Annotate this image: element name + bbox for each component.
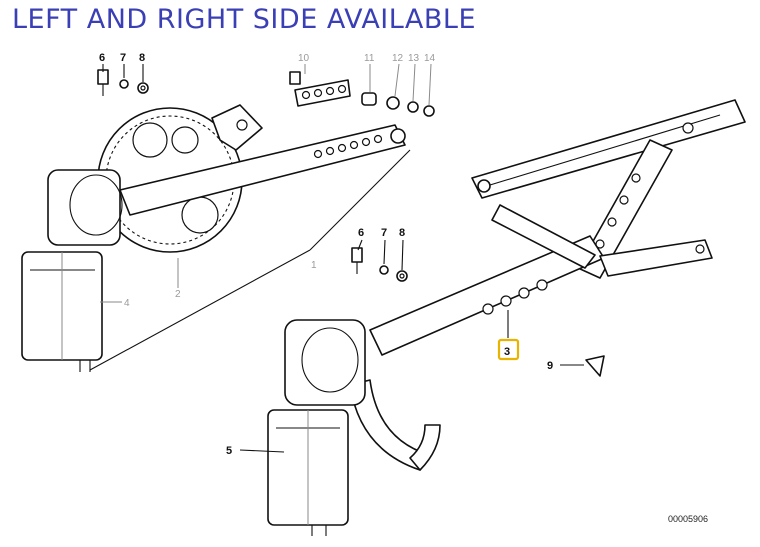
washer-14 (423, 105, 435, 117)
callout-12: 12 (392, 53, 404, 64)
callout-8-upper: 8 (139, 52, 145, 64)
left-motor-housing (47, 169, 121, 246)
secondary-arm (491, 204, 596, 269)
left-arm-pivot (390, 128, 406, 144)
left-lift-arm (119, 124, 406, 216)
callout-4: 4 (124, 298, 130, 309)
bushing-11 (361, 92, 377, 106)
right-motor-housing (284, 319, 366, 406)
upper-hardware (289, 63, 435, 117)
callout-1: 1 (311, 260, 317, 271)
callout-5: 5 (226, 445, 232, 457)
availability-banner: LEFT AND RIGHT SIDE AVAILABLE (12, 4, 477, 35)
callout-3: 3 (504, 346, 510, 358)
callout-2: 2 (175, 289, 181, 300)
clip-9 (585, 355, 605, 377)
document-number: 00005906 (668, 514, 708, 524)
washer-13 (407, 101, 419, 113)
left-gear-hole-2 (171, 126, 199, 154)
right-regulator-assembly (239, 99, 746, 536)
callout-7-mid: 7 (381, 227, 387, 239)
callout-11: 11 (364, 53, 375, 64)
callout-14: 14 (424, 53, 436, 64)
right-bracket (599, 239, 713, 277)
left-gear-hole-1 (132, 122, 168, 158)
left-arm-holes (313, 134, 383, 159)
left-gear-hole-3 (181, 196, 219, 234)
callout-6-upper: 6 (99, 52, 105, 64)
part-3-highlight (497, 338, 520, 361)
callout-8-mid: 8 (399, 227, 405, 239)
slide-plate (294, 79, 351, 107)
callout-9: 9 (547, 360, 553, 372)
washer-12 (386, 96, 400, 110)
callout-10: 10 (298, 53, 310, 64)
callout-13: 13 (408, 53, 420, 64)
left-regulator-assembly (21, 64, 411, 372)
callout-7-upper: 7 (120, 52, 126, 64)
callout-6-mid: 6 (358, 227, 364, 239)
